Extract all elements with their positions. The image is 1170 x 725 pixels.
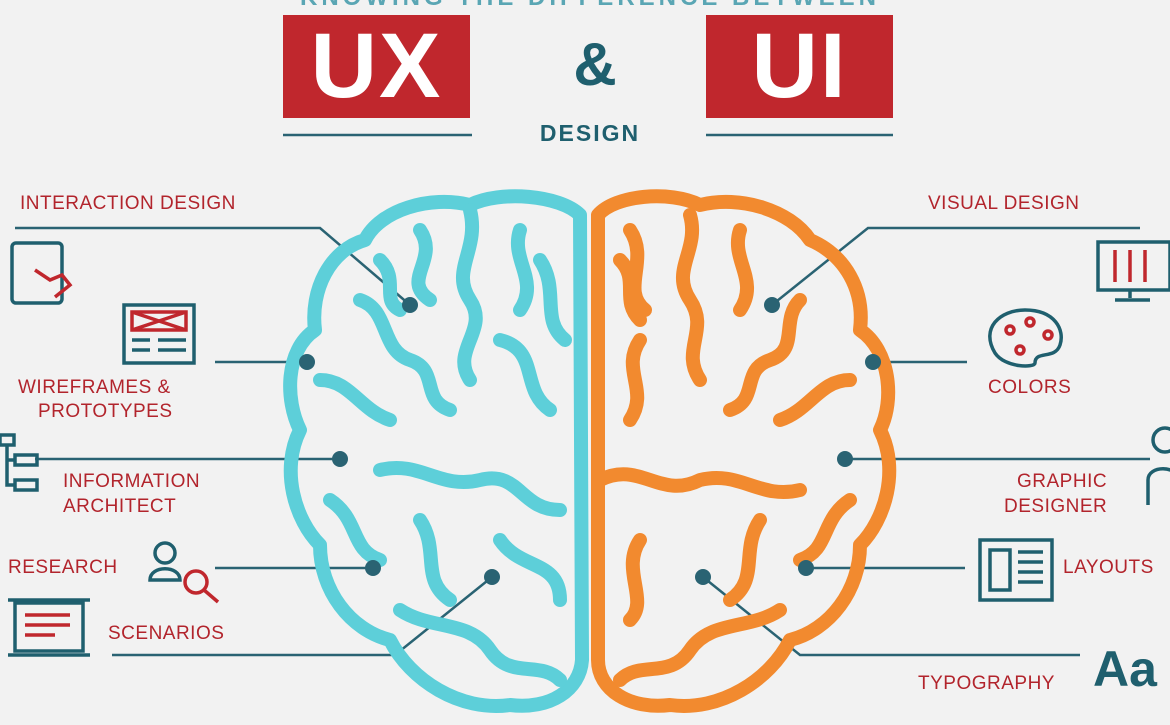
ampersand: & [573,31,617,98]
tablet-touch-icon [10,241,73,305]
left-brain-lobe [283,189,589,713]
label-architect: ARCHITECT [63,496,177,517]
ux-title: UX [283,15,470,118]
ui-title: UI [706,15,893,118]
typography-icon: Aa [1093,641,1157,697]
right-brain-lobe [591,189,897,713]
label-layouts: LAYOUTS [1063,557,1154,578]
label-information: INFORMATION [63,471,201,492]
designer-icon [1146,426,1170,505]
user-search-icon [148,541,220,604]
layout-icon [978,538,1054,602]
label-designer: DESIGNER [1004,496,1108,517]
label-research: RESEARCH [8,557,118,578]
label-colors: COLORS [988,377,1072,398]
scroll-icon [8,598,90,657]
label-scenarios: SCENARIOS [108,623,225,644]
subtitle: KNOWING THE DIFFERENCE BETWEEN [285,0,895,12]
monitor-tools-icon [1096,240,1170,302]
label-wireframes: WIREFRAMES & [18,377,171,398]
connector-dots [299,297,881,585]
wireframe-icon [122,303,196,365]
design-subtitle: DESIGN [539,120,641,146]
label-prototypes: PROTOTYPES [38,401,173,422]
label-visual-design: VISUAL DESIGN [928,193,1080,214]
label-typography: TYPOGRAPHY [918,673,1055,694]
palette-icon [988,308,1063,368]
sitemap-icon [0,433,39,492]
label-graphic: GRAPHIC [1017,471,1108,492]
label-interaction-design: INTERACTION DESIGN [20,193,236,214]
